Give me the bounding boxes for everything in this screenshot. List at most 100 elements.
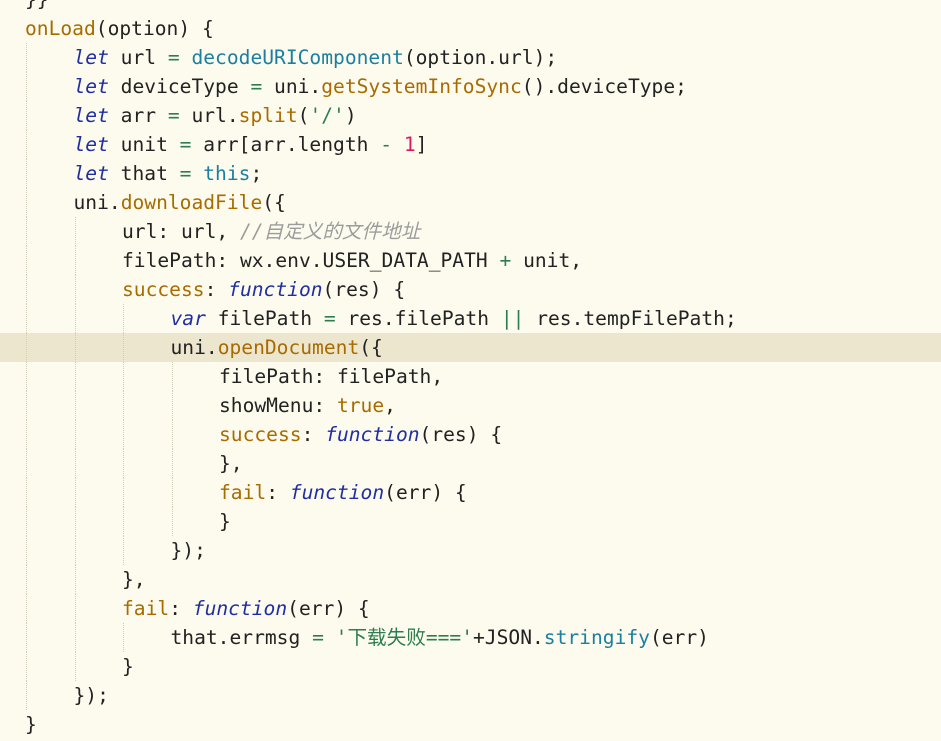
indent-guide (26, 159, 27, 188)
indent-guide (171, 362, 173, 391)
code-line[interactable]: } (0, 710, 941, 739)
indent-guide (26, 188, 27, 217)
code-line[interactable]: }); (0, 681, 941, 710)
token-str: '/' (309, 104, 345, 127)
indent-guide (74, 304, 76, 333)
code-text: }, (122, 565, 146, 594)
code-line[interactable]: }, (0, 449, 941, 478)
indent-guide (123, 420, 124, 449)
token-kw: var (170, 307, 206, 330)
code-line[interactable]: fail: function(err) { (0, 478, 941, 507)
indent-guide (74, 362, 76, 391)
token-op: = (179, 162, 192, 185)
token-fn: split (238, 104, 298, 127)
code-line[interactable]: filePath: filePath, (0, 362, 941, 391)
current-code-line[interactable]: uni.openDocument({ (0, 333, 941, 362)
indent-guide (26, 275, 27, 304)
code-line[interactable]: let deviceType = uni.getSystemInfoSync()… (0, 72, 941, 101)
indent-guide (26, 391, 27, 420)
code-text: let url = decodeURIComponent(option.url)… (74, 43, 558, 72)
token-kw: let (73, 46, 109, 69)
token-plain: ) (344, 104, 357, 127)
code-line[interactable]: }, (0, 565, 941, 594)
indent-guide (26, 565, 27, 594)
code-text: let deviceType = uni.getSystemInfoSync()… (74, 72, 687, 101)
indent-guide (26, 246, 27, 275)
token-plain (392, 133, 404, 156)
token-plain: }); (73, 684, 109, 707)
code-text: var filePath = res.filePath || res.tempF… (171, 304, 737, 333)
token-plain: that (108, 162, 180, 185)
indent-guide (123, 478, 124, 507)
code-line[interactable]: let url = decodeURIComponent(option.url)… (0, 43, 941, 72)
token-plain: uni. (262, 75, 322, 98)
token-plain: url: url, (122, 220, 240, 243)
token-plain: (err) { (287, 597, 370, 620)
token-kw: let (73, 133, 109, 156)
token-plain (191, 162, 203, 185)
code-line[interactable]: let unit = arr[arr.length - 1] (0, 130, 941, 159)
code-text: }} (25, 0, 49, 14)
token-plain: (err) { (384, 481, 467, 504)
token-plain: : (169, 597, 193, 620)
indent-guide (74, 623, 76, 652)
indent-guide (171, 507, 173, 536)
code-text: filePath: wx.env.USER_DATA_PATH + unit, (122, 246, 582, 275)
token-fn: getSystemInfoSync (321, 75, 522, 98)
indent-guide (74, 217, 76, 246)
code-line[interactable]: }); (0, 536, 941, 565)
token-op: = (167, 104, 180, 127)
token-op: || (500, 307, 525, 330)
code-text: }, (219, 449, 243, 478)
indent-guide (171, 478, 173, 507)
code-line[interactable]: let that = this; (0, 159, 941, 188)
token-plain (324, 626, 336, 649)
indent-guide (123, 536, 124, 565)
token-op: = (179, 133, 192, 156)
token-plain: }); (170, 539, 206, 562)
indent-guide (26, 420, 27, 449)
code-line[interactable]: success: function(res) { (0, 275, 941, 304)
code-line[interactable]: showMenu: true, (0, 391, 941, 420)
token-fn: onLoad (25, 17, 96, 40)
indent-guide (74, 507, 76, 536)
code-line[interactable]: var filePath = res.filePath || res.tempF… (0, 304, 941, 333)
code-line[interactable]: url: url, //自定义的文件地址 (0, 217, 941, 246)
code-line[interactable]: success: function(res) { (0, 420, 941, 449)
code-line[interactable]: } (0, 507, 941, 536)
indent-guide (26, 623, 27, 652)
token-str: '下载失败===' (335, 626, 474, 649)
indent-guide (74, 391, 76, 420)
token-prop: fail (122, 597, 170, 620)
code-text: }); (74, 681, 109, 710)
code-line[interactable]: let arr = url.split('/') (0, 101, 941, 130)
token-kw: function (228, 278, 323, 301)
code-line[interactable]: onLoad(option) { (0, 14, 941, 43)
token-plain: res.tempFilePath; (524, 307, 737, 330)
indent-guide (74, 478, 76, 507)
code-line[interactable]: } (0, 652, 941, 681)
token-op: = (167, 46, 180, 69)
token-kw: function (325, 423, 420, 446)
code-line[interactable]: filePath: wx.env.USER_DATA_PATH + unit, (0, 246, 941, 275)
code-text: } (219, 507, 231, 536)
code-line[interactable]: that.errmsg = '下载失败==='+JSON.stringify(e… (0, 623, 941, 652)
indent-guide (26, 72, 27, 101)
token-fn: downloadFile (120, 191, 263, 214)
token-prop: fail (219, 481, 267, 504)
indent-guide (26, 536, 27, 565)
code-text: uni.openDocument({ (171, 333, 383, 362)
token-plain: url (108, 46, 168, 69)
indent-guide (26, 101, 27, 130)
token-plain: }, (122, 568, 146, 591)
code-line[interactable]: }} (0, 0, 941, 14)
code-line[interactable]: uni.downloadFile({ (0, 188, 941, 217)
indent-guide (26, 333, 27, 362)
indent-guide (123, 507, 124, 536)
token-kw: function (192, 597, 288, 620)
token-plain: (err) (649, 626, 709, 649)
token-plain: ( (297, 104, 310, 127)
token-plain: : (204, 278, 229, 301)
code-line[interactable]: fail: function(err) { (0, 594, 941, 623)
